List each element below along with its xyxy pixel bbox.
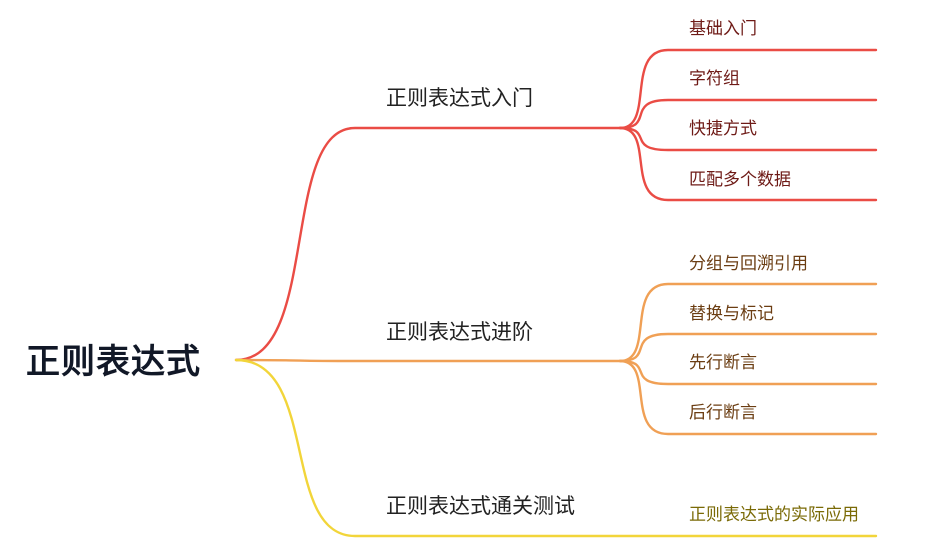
leaf-connector bbox=[618, 332, 878, 363]
leaf-node[interactable]: 正则表达式的实际应用 bbox=[689, 505, 859, 525]
leaf-node[interactable]: 匹配多个数据 bbox=[689, 170, 791, 190]
leaf-node[interactable]: 先行断言 bbox=[689, 353, 757, 373]
root-node[interactable]: 正则表达式 bbox=[26, 342, 201, 382]
branch-connector bbox=[234, 126, 622, 362]
leaf-connector bbox=[618, 359, 878, 436]
leaf-node[interactable]: 分组与回溯引用 bbox=[689, 254, 808, 274]
leaf-node[interactable]: 基础入门 bbox=[689, 19, 757, 39]
branch-connector bbox=[234, 358, 878, 538]
leaf-connector bbox=[618, 126, 878, 202]
branch-node-intro[interactable]: 正则表达式入门 bbox=[386, 86, 533, 110]
branch-connector bbox=[234, 358, 622, 363]
branch-node-advanced[interactable]: 正则表达式进阶 bbox=[386, 320, 533, 344]
leaf-connector bbox=[618, 126, 878, 152]
leaf-connector bbox=[618, 98, 878, 130]
leaf-connector bbox=[618, 282, 878, 363]
leaf-connector bbox=[618, 359, 878, 386]
leaf-connector bbox=[618, 48, 878, 130]
branch-node-test[interactable]: 正则表达式通关测试 bbox=[386, 494, 575, 518]
leaf-node[interactable]: 替换与标记 bbox=[689, 304, 774, 324]
leaf-node[interactable]: 后行断言 bbox=[689, 403, 757, 423]
leaf-node[interactable]: 快捷方式 bbox=[689, 119, 757, 139]
leaf-node[interactable]: 字符组 bbox=[689, 69, 740, 89]
